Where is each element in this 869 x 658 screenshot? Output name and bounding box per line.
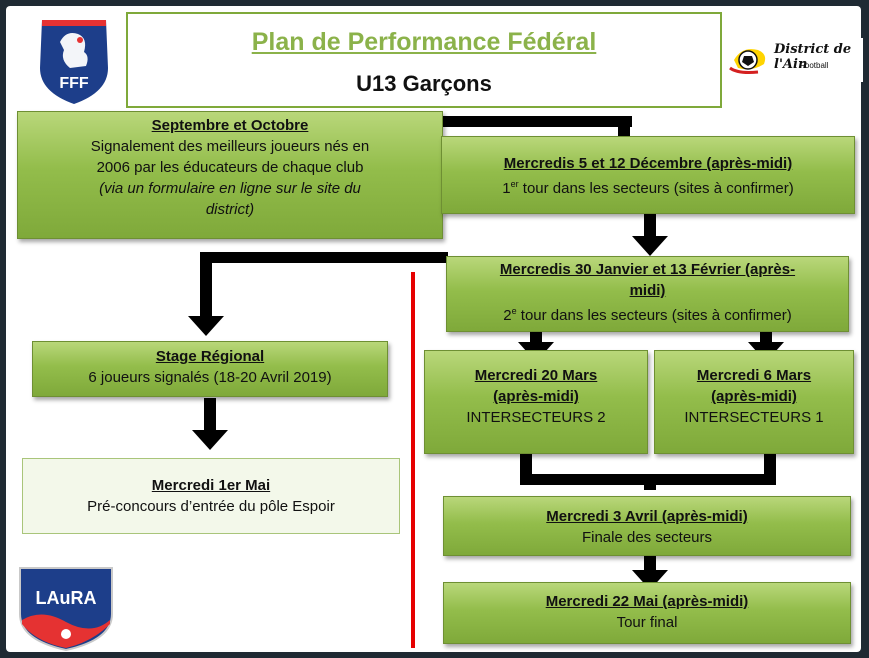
box-heading: Septembre et Octobre [151,117,309,134]
page-subtitle: U13 Garçons [356,71,492,96]
laura-logo: LAuRA [19,567,113,652]
box-text: 1er tour dans les secteurs (sites à conf… [502,179,794,197]
box-text-italic: (via un formulaire en ligne sur le site … [99,180,361,197]
box-22-mai: Mercredi 22 Mai (après-midi) Tour final [443,582,851,644]
box-heading: Mercredis 30 Janvier et 13 Février (aprè… [499,261,796,278]
connector-line [442,116,632,127]
box-text: Signalement des meilleurs joueurs nés en [90,138,370,155]
district-logo-text: District de l'Ain [774,42,852,72]
box-text: Finale des secteurs [581,529,713,546]
connector-line [618,116,630,136]
box-text: Tour final [616,614,678,631]
laura-logo-text: LAuRA [36,588,97,608]
connector-line [520,474,776,485]
box-text: INTERSECTEURS 2 [466,409,606,426]
box-text: 2e tour dans les secteurs (sites à confi… [503,306,792,324]
connector-line [530,330,542,344]
connector-line [760,330,772,344]
fff-logo: FFF [40,20,108,104]
box-heading: Mercredi 1er Mai [151,477,271,494]
box-3-avril: Mercredi 3 Avril (après-midi) Finale des… [443,496,851,556]
box-text: 6 joueurs signalés (18-20 Avril 2019) [88,369,332,386]
title-box: Plan de Performance Fédéral U13 Garçons [126,12,722,108]
box-septembre-octobre: Septembre et Octobre Signalement des mei… [17,111,443,239]
connector-line [644,556,656,572]
box-text: INTERSECTEURS 1 [684,409,824,426]
box-6-mars: Mercredi 6 Mars (après-midi) INTERSECTEU… [654,350,854,454]
page-title: Plan de Performance Fédéral [251,28,597,56]
box-stage-regional: Stage Régional 6 joueurs signalés (18-20… [32,341,388,397]
box-1er-mai: Mercredi 1er Mai Pré-concours d’entrée d… [22,458,400,534]
arrow-down [192,430,228,450]
connector-line [200,252,212,318]
box-heading: midi) [629,282,666,299]
arrow-down [188,316,224,336]
connector-line [644,214,656,236]
box-text-italic: district) [205,201,255,218]
connector-line [644,484,656,490]
arrow-down [632,236,668,256]
connector-line [204,398,216,432]
box-heading: Mercredi 6 Mars [696,367,812,384]
box-heading: (après-midi) [493,388,579,405]
box-janvier-fevrier: Mercredis 30 Janvier et 13 Février (aprè… [446,256,849,332]
box-heading: Stage Régional [155,348,265,365]
connector-line [200,252,448,263]
fff-logo-text: FFF [59,75,89,92]
box-text: 2006 par les éducateurs de chaque club [96,159,364,176]
box-heading: Mercredi 20 Mars [474,367,598,384]
district-logo-subtext: Football [800,61,829,70]
box-text: Pré-concours d’entrée du pôle Espoir [87,498,335,515]
red-divider [411,272,415,648]
box-heading: Mercredis 5 et 12 Décembre (après-midi) [503,155,793,172]
box-heading: (après-midi) [711,388,797,405]
box-decembre: Mercredis 5 et 12 Décembre (après-midi) … [441,136,855,214]
box-20-mars: Mercredi 20 Mars (après-midi) INTERSECTE… [424,350,648,454]
box-heading: Mercredi 22 Mai (après-midi) [545,593,749,610]
box-heading: Mercredi 3 Avril (après-midi) [546,508,748,525]
district-logo [728,38,863,82]
